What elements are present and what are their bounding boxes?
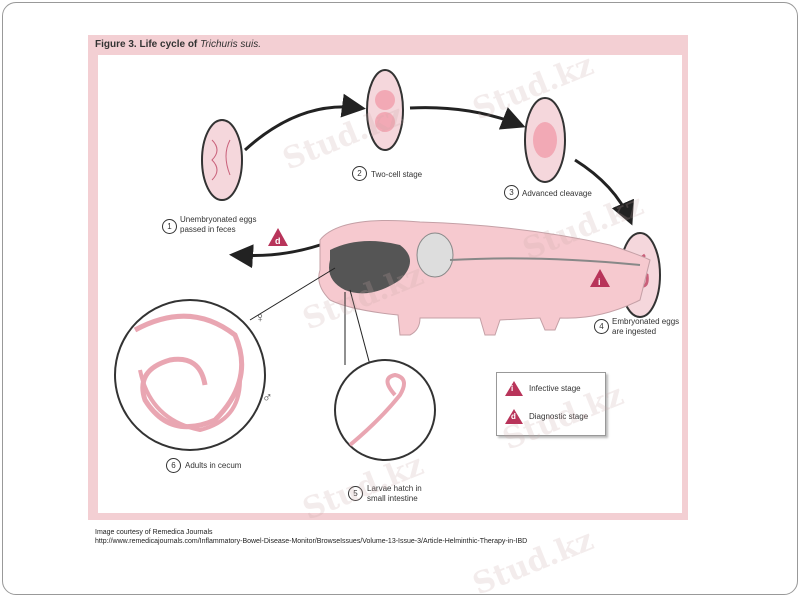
egg-unembryonated (201, 119, 243, 201)
arrow-1-2 (243, 93, 366, 152)
stage-number-5: 5 (348, 486, 363, 501)
infective-marker-text: i (598, 277, 601, 287)
title-species: Trichuris suis. (200, 39, 261, 50)
male-symbol: ♂ (262, 389, 273, 405)
stage-number-6: 6 (166, 458, 181, 473)
source-link[interactable]: http://www.remedicajournals.com/Inflamma… (95, 538, 528, 545)
stage-number-2: 2 (352, 166, 367, 181)
arrow-2-3 (409, 106, 526, 130)
female-symbol: ♀ (255, 309, 266, 325)
infective-triangle-icon: i (505, 381, 523, 396)
infective-marker (590, 269, 610, 287)
arrow-feces (229, 243, 321, 269)
diagnostic-triangle-icon: d (505, 409, 523, 424)
title-text: Life cycle of (139, 39, 198, 50)
stage-label-2: Two-cell stage (371, 170, 423, 179)
arrow-3-4 (574, 158, 634, 226)
diagnostic-marker-text: d (275, 236, 281, 246)
egg-two-cell (366, 69, 404, 151)
pig (318, 220, 651, 336)
egg-advanced-cleavage (524, 97, 566, 183)
stage-number-3: 3 (504, 185, 519, 200)
stage-number-1: 1 (162, 219, 177, 234)
diagnostic-marker (268, 228, 288, 246)
adults-circle (114, 299, 266, 451)
stage-label-6: Adults in cecum (185, 461, 242, 470)
stage-number-4: 4 (594, 319, 609, 334)
larva-circle (334, 359, 436, 461)
figure-title: Figure 3. Life cycle of Trichuris suis. (95, 39, 261, 50)
title-prefix: Figure 3. (95, 39, 137, 50)
stage-label-3: Advanced cleavage (522, 189, 592, 198)
